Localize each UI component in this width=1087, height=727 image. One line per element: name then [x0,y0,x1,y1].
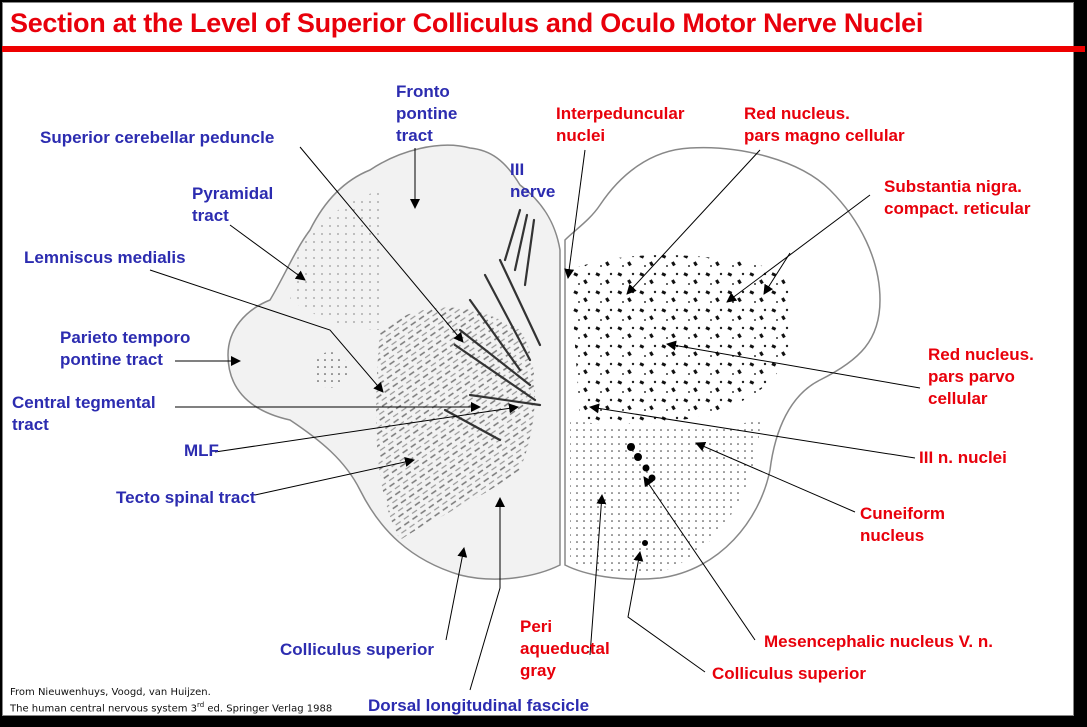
leader-peri-aqueductal [589,494,607,656]
leader-colliculus-right [627,551,706,673]
label-line: Parieto temporo [60,328,191,347]
leader-cuneiform [695,441,856,513]
label-iii-nerve: III nerve [510,159,555,203]
label-line: tract [396,126,433,145]
label-cuneiform-nucleus: Cuneiform nucleus [860,503,945,547]
label-iii-n-nuclei: III n. nuclei [919,448,1007,467]
colliculus-cells [570,420,760,575]
label-line: tract [192,206,229,225]
label-line: Pyramidal [192,184,274,203]
label-line: nerve [510,182,556,201]
label-fronto-pontine-tract: Fronto pontine tract [396,81,457,147]
tegmental-fibers [376,307,535,540]
leader-colliculus-left [445,547,468,641]
leader-substantia-nigra-1 [726,194,871,303]
label-peri-aqueductal-gray: Peri aqueductal gray [520,616,610,682]
leader-red-magno [626,149,761,295]
iii-nerve-fibers [443,208,542,442]
label-line: Peri [520,617,553,636]
label-line: Central tegmental [12,393,156,412]
label-line: aqueductal [520,639,610,658]
credit-line-2: The human central nervous system 3rd ed.… [10,699,332,715]
leader-tecto-spinal [254,457,415,496]
leader-red-parvo [666,340,921,389]
slide-title: Section at the Level of Superior Collicu… [10,8,924,38]
leader-interpeduncular [564,149,586,279]
leader-mesencephalic [643,476,756,641]
label-line: pontine [396,104,458,123]
label-colliculus-superior-right: Colliculus superior [712,664,866,683]
label-line: pars parvo [928,367,1015,386]
label-line: nuclei [556,126,606,145]
label-dorsal-longitudinal-fascicle: Dorsal longitudinal fascicle [368,696,590,715]
right-half-section [564,146,881,580]
label-line: gray [520,661,556,680]
label-mlf: MLF [184,441,219,460]
label-line: Fronto [396,82,450,101]
label-red-nucleus-magno: Red nucleus. pars magno cellular [744,103,905,147]
pyramidal-dots [290,190,380,330]
label-parieto-temporo-pontine-tract: Parieto temporo pontine tract [60,327,190,371]
label-line: Red nucleus. [928,345,1034,364]
label-line: pars magno cellular [744,126,905,145]
leader-mlf [214,403,519,453]
substantia-nigra-cells [570,255,794,424]
label-line: Cuneiform [860,504,945,523]
label-line: compact. reticular [884,199,1031,218]
label-red-nucleus-parvo: Red nucleus. pars parvo cellular [928,344,1034,410]
source-credit: From Nieuwenhuys, Voogd, van Huijzen. Th… [10,686,332,715]
label-substantia-nigra: Substantia nigra. compact. reticular [884,176,1030,220]
cell-cluster [312,352,348,388]
leader-pyramidal [229,224,306,281]
label-line: tract [12,415,49,434]
leader-substantia-nigra-2 [763,252,791,295]
label-line: cellular [928,389,988,408]
label-colliculus-superior-left: Colliculus superior [280,640,434,659]
label-central-tegmental-tract: Central tegmental tract [12,392,156,436]
leader-iii-nuclei [589,403,916,459]
label-line: Substantia nigra. [884,177,1022,196]
label-line: pontine tract [60,350,163,369]
credit-text: ed. Springer Verlag 1988 [204,703,333,715]
credit-superscript: rd [197,701,205,709]
label-interpeduncular-nuclei: Interpeduncular nuclei [556,103,684,147]
label-line: Red nucleus. [744,104,850,123]
label-mesencephalic-nucleus: Mesencephalic nucleus V. n. [764,632,993,651]
label-lemniscus-medialis: Lemniscus medialis [24,248,186,267]
credit-text: The human central nervous system 3 [10,703,198,715]
label-line: III [510,160,525,179]
credit-line-1: From Nieuwenhuys, Voogd, van Huijzen. [10,687,211,698]
label-pyramidal-tract: Pyramidal tract [192,183,273,227]
title-underline [2,46,1085,52]
left-half-section [227,144,561,580]
leader-lemniscus [149,269,384,393]
label-line: Interpeduncular [556,104,685,123]
label-tecto-spinal-tract: Tecto spinal tract [116,488,256,507]
leader-lines [149,146,921,691]
label-line: nucleus [860,526,925,545]
label-superior-cerebellar-peduncle: Superior cerebellar peduncle [40,128,275,147]
leader-dorsal-longitudinal [469,497,505,691]
leader-superior-cerebellar [299,146,464,343]
